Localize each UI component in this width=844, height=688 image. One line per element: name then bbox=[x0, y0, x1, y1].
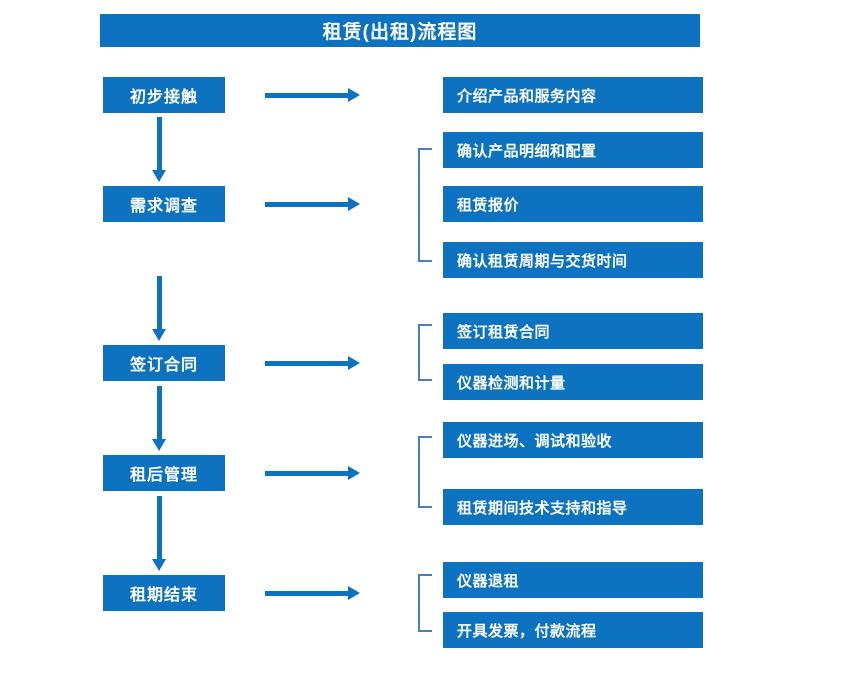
group-bracket-2 bbox=[418, 324, 432, 381]
arrow-head-icon bbox=[348, 586, 360, 600]
flow-arrow-down-2 bbox=[152, 276, 166, 341]
flow-arrow-down-3 bbox=[152, 386, 166, 451]
arrow-shaft bbox=[265, 591, 348, 596]
detail-box-10[interactable]: 开具发票，付款流程 bbox=[443, 612, 703, 648]
group-bracket-1 bbox=[418, 148, 432, 262]
detail-box-4[interactable]: 确认租赁周期与交货时间 bbox=[443, 242, 703, 278]
arrow-shaft bbox=[265, 471, 348, 476]
group-bracket-4 bbox=[418, 574, 432, 632]
arrow-shaft bbox=[157, 496, 162, 559]
detail-box-5[interactable]: 签订租赁合同 bbox=[443, 313, 703, 349]
flow-arrow-down-4 bbox=[152, 496, 166, 571]
arrow-head-icon bbox=[152, 170, 166, 182]
arrow-head-icon bbox=[348, 466, 360, 480]
arrow-shaft bbox=[265, 202, 348, 207]
stage-box-5[interactable]: 租期结束 bbox=[103, 575, 225, 611]
stage-box-3[interactable]: 签订合同 bbox=[103, 345, 225, 381]
arrow-shaft bbox=[157, 386, 162, 439]
detail-box-8[interactable]: 租赁期间技术支持和指导 bbox=[443, 489, 703, 525]
flow-arrow-down-1 bbox=[152, 117, 166, 182]
flow-arrow-right-2 bbox=[265, 197, 360, 211]
detail-box-1[interactable]: 介绍产品和服务内容 bbox=[443, 77, 703, 113]
arrow-head-icon bbox=[152, 439, 166, 451]
arrow-shaft bbox=[265, 93, 348, 98]
detail-box-3[interactable]: 租赁报价 bbox=[443, 186, 703, 222]
arrow-head-icon bbox=[152, 329, 166, 341]
arrow-shaft bbox=[157, 117, 162, 170]
group-bracket-3 bbox=[418, 436, 432, 508]
flow-arrow-right-5 bbox=[265, 586, 360, 600]
detail-box-6[interactable]: 仪器检测和计量 bbox=[443, 364, 703, 400]
detail-box-9[interactable]: 仪器退租 bbox=[443, 562, 703, 598]
arrow-head-icon bbox=[152, 559, 166, 571]
arrow-head-icon bbox=[348, 356, 360, 370]
arrow-head-icon bbox=[348, 197, 360, 211]
stage-box-1[interactable]: 初步接触 bbox=[103, 77, 225, 113]
flow-arrow-right-3 bbox=[265, 356, 360, 370]
detail-box-2[interactable]: 确认产品明细和配置 bbox=[443, 132, 703, 168]
detail-box-7[interactable]: 仪器进场、调试和验收 bbox=[443, 422, 703, 458]
arrow-head-icon bbox=[348, 88, 360, 102]
arrow-shaft bbox=[157, 276, 162, 329]
page-title: 租赁(出租)流程图 bbox=[100, 14, 700, 47]
flow-arrow-right-1 bbox=[265, 88, 360, 102]
stage-box-2[interactable]: 需求调查 bbox=[103, 186, 225, 222]
arrow-shaft bbox=[265, 361, 348, 366]
stage-box-4[interactable]: 租后管理 bbox=[103, 455, 225, 491]
flow-arrow-right-4 bbox=[265, 466, 360, 480]
